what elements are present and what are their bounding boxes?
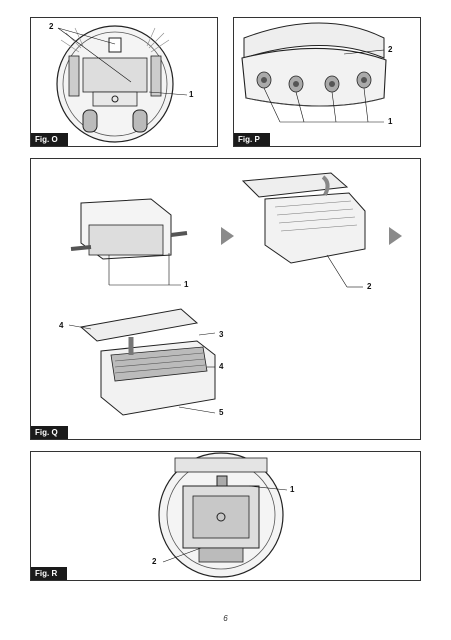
callout-5: 5: [219, 408, 224, 417]
figure-o-panel: 2 1 Fig. O: [30, 17, 218, 147]
page-number: 6: [223, 614, 228, 623]
figure-r-panel: 1 2 Fig. R: [30, 451, 421, 581]
figure-r-label: Fig. R: [31, 567, 68, 580]
figure-p-label: Fig. P: [234, 133, 270, 146]
callout-4: 4: [59, 321, 64, 330]
figure-p-panel: 2 1 Fig. P: [233, 17, 421, 147]
robot-underside-illustration: [56, 25, 188, 143]
callout-2: 2: [367, 282, 372, 291]
callout-4: 4: [219, 362, 224, 371]
figure-o-label: Fig. O: [31, 133, 68, 146]
callout-1: 1: [290, 485, 295, 494]
step-arrow-1: [221, 227, 234, 245]
figure-q-label: Fig. Q: [31, 426, 68, 439]
callout-2: 2: [152, 557, 157, 566]
callout-2: 2: [388, 45, 393, 54]
figure-q-panel: 1 2 4 3 4 5 Fig. Q: [30, 158, 421, 440]
callout-2: 2: [49, 22, 54, 31]
dust-box-illustration: [68, 172, 366, 416]
robot-side-illustration: [241, 22, 387, 123]
robot-top-open-illustration: [158, 452, 288, 578]
callout-3: 3: [219, 330, 224, 339]
step-arrow-2: [389, 227, 402, 245]
callout-1: 1: [388, 117, 393, 126]
callout-1: 1: [189, 90, 194, 99]
callout-1: 1: [184, 280, 189, 289]
